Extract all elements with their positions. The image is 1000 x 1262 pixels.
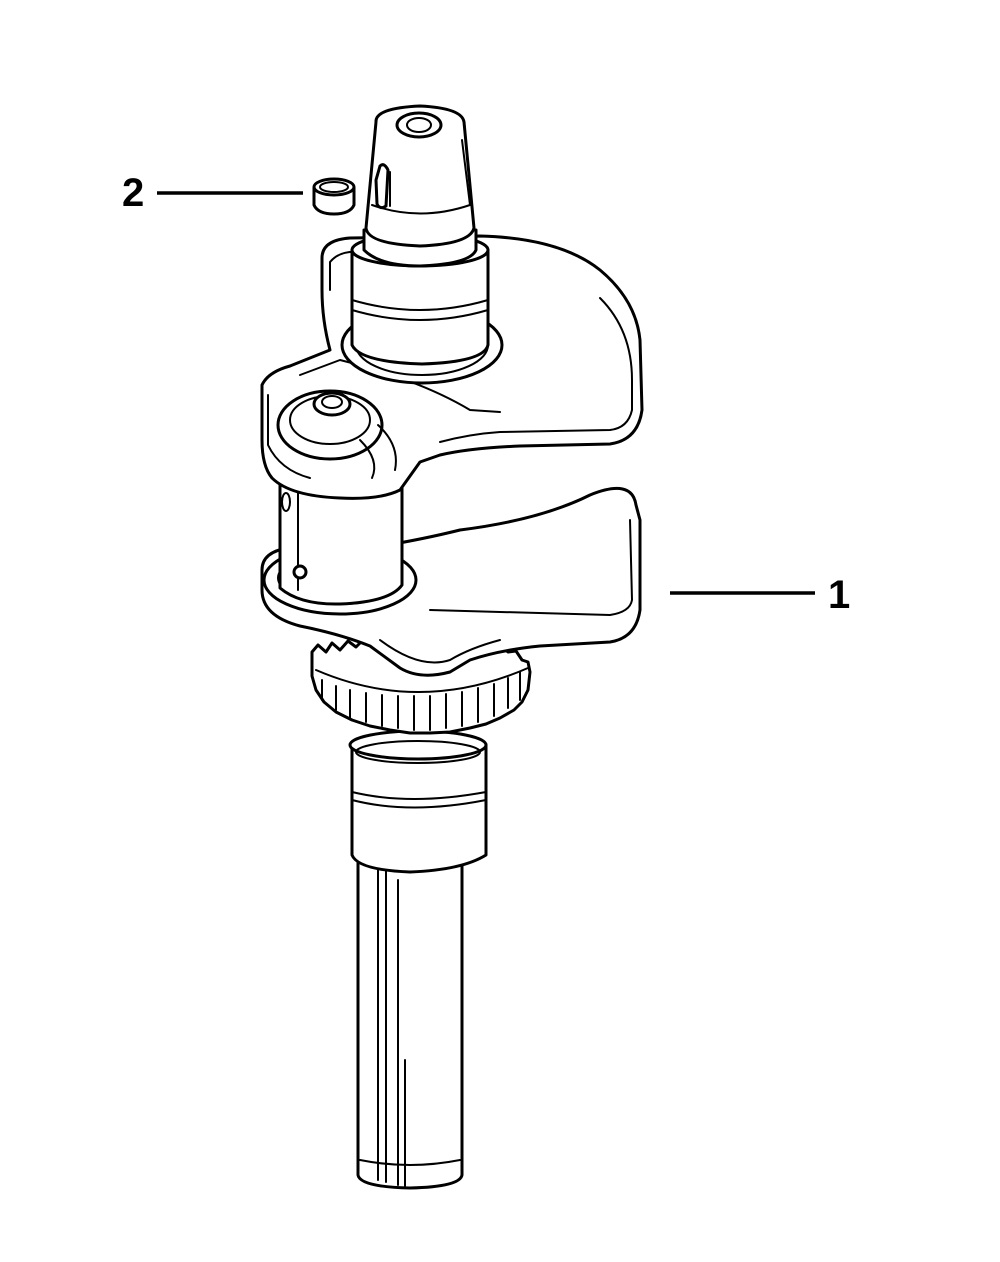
key-drawing[interactable] bbox=[312, 177, 356, 216]
output-shaft bbox=[348, 729, 488, 1190]
callout-number-2: 2 bbox=[122, 171, 144, 215]
callout-number-1: 1 bbox=[828, 573, 850, 617]
crankshaft-drawing[interactable] bbox=[260, 104, 644, 1190]
upper-shaft bbox=[340, 104, 504, 385]
